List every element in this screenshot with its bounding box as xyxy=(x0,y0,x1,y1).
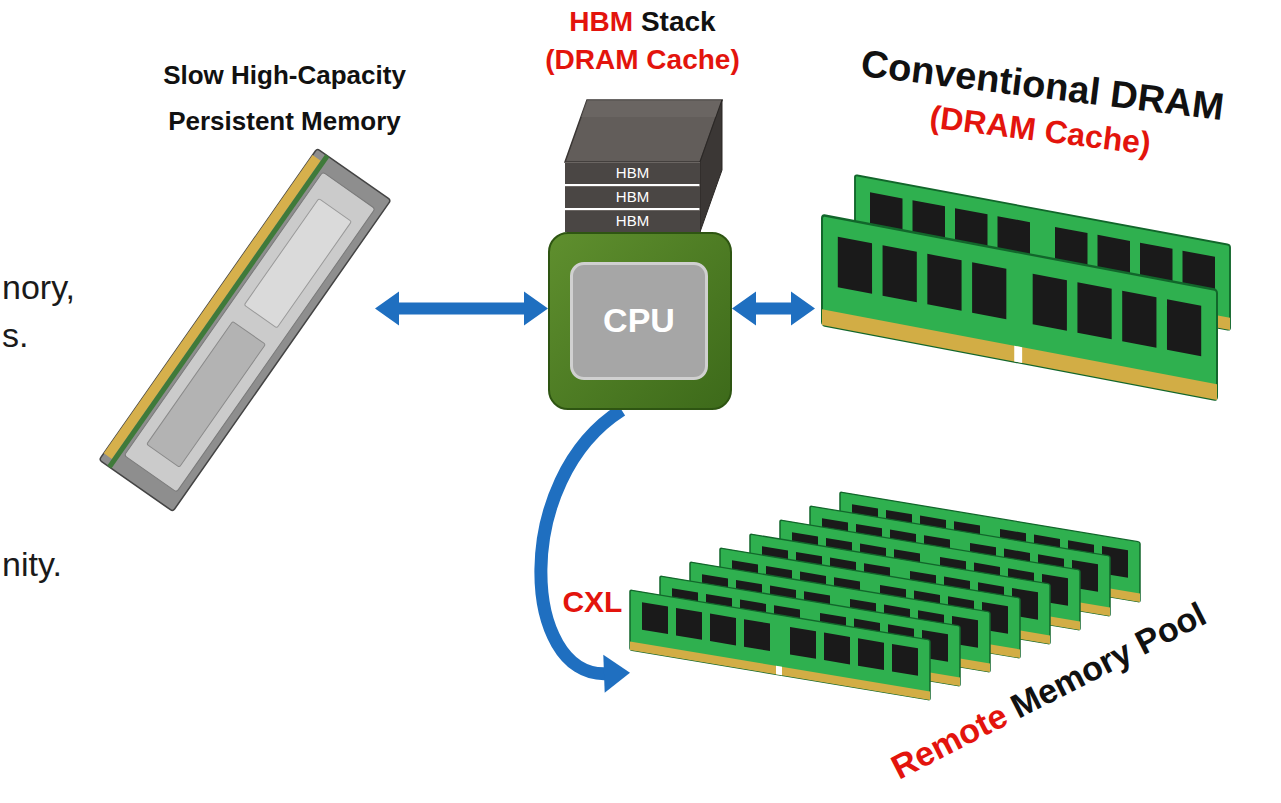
dimm-front xyxy=(822,215,1217,400)
arrow-head xyxy=(603,655,630,693)
dram-module: Conventional DRAM(DRAM Cache) xyxy=(815,40,1260,420)
pool-dimm xyxy=(630,590,930,700)
node-text: Slow High-Capacity Persistent Memory xyxy=(163,60,406,136)
double-arrow xyxy=(732,292,815,326)
node-text: HBM xyxy=(616,213,649,230)
slide-text-fragment: nity. xyxy=(2,545,62,584)
hbm-layer: HBM xyxy=(565,186,700,208)
connector-arrow xyxy=(375,292,548,326)
text-row: CPU xyxy=(573,265,705,377)
connector-arrow xyxy=(541,410,630,693)
hbm-stack: HBMStack(DRAM Cache)HBMHBMHBM xyxy=(555,0,730,232)
slide-text-fragment: nory, xyxy=(2,268,75,307)
text-row: HBMStack xyxy=(535,4,750,44)
text-row: RemoteMemory Pool xyxy=(843,572,1257,803)
hbm-layer: HBM xyxy=(565,210,700,232)
text-row: (DRAM Cache) xyxy=(535,42,750,82)
node-text: Memory Pool xyxy=(1004,593,1213,727)
node-text: HBM xyxy=(616,189,649,206)
cpu-package: CPU xyxy=(548,232,732,410)
arrow-curve xyxy=(541,410,622,674)
node-text: CPU xyxy=(603,302,675,339)
hbm-stack-picture xyxy=(565,100,722,232)
text-row: HBM xyxy=(565,211,700,232)
text-row: HBM xyxy=(565,163,700,184)
hbm-layer: HBM xyxy=(565,162,700,184)
dram-picture xyxy=(822,175,1230,400)
node-text: (DRAM Cache) xyxy=(545,42,739,78)
persistent-memory-module: Slow High-Capacity Persistent Memory xyxy=(100,50,375,500)
memory-pool: RemoteMemory Pool xyxy=(630,500,1250,798)
node-text: HBM xyxy=(616,165,649,182)
double-arrow xyxy=(375,292,548,326)
edge-label: CXL xyxy=(559,585,625,619)
node-text: HBM xyxy=(569,4,633,40)
node-text: Remote xyxy=(884,694,1014,788)
node-text: Stack xyxy=(641,4,716,40)
cpu-die: CPU xyxy=(570,262,708,380)
slide-text-fragment: s. xyxy=(2,316,28,355)
connector-arrow xyxy=(732,292,815,326)
text-row: HBM xyxy=(565,187,700,208)
text-row: Slow High-Capacity Persistent Memory xyxy=(157,54,412,146)
persistent-memory-picture xyxy=(99,149,391,512)
